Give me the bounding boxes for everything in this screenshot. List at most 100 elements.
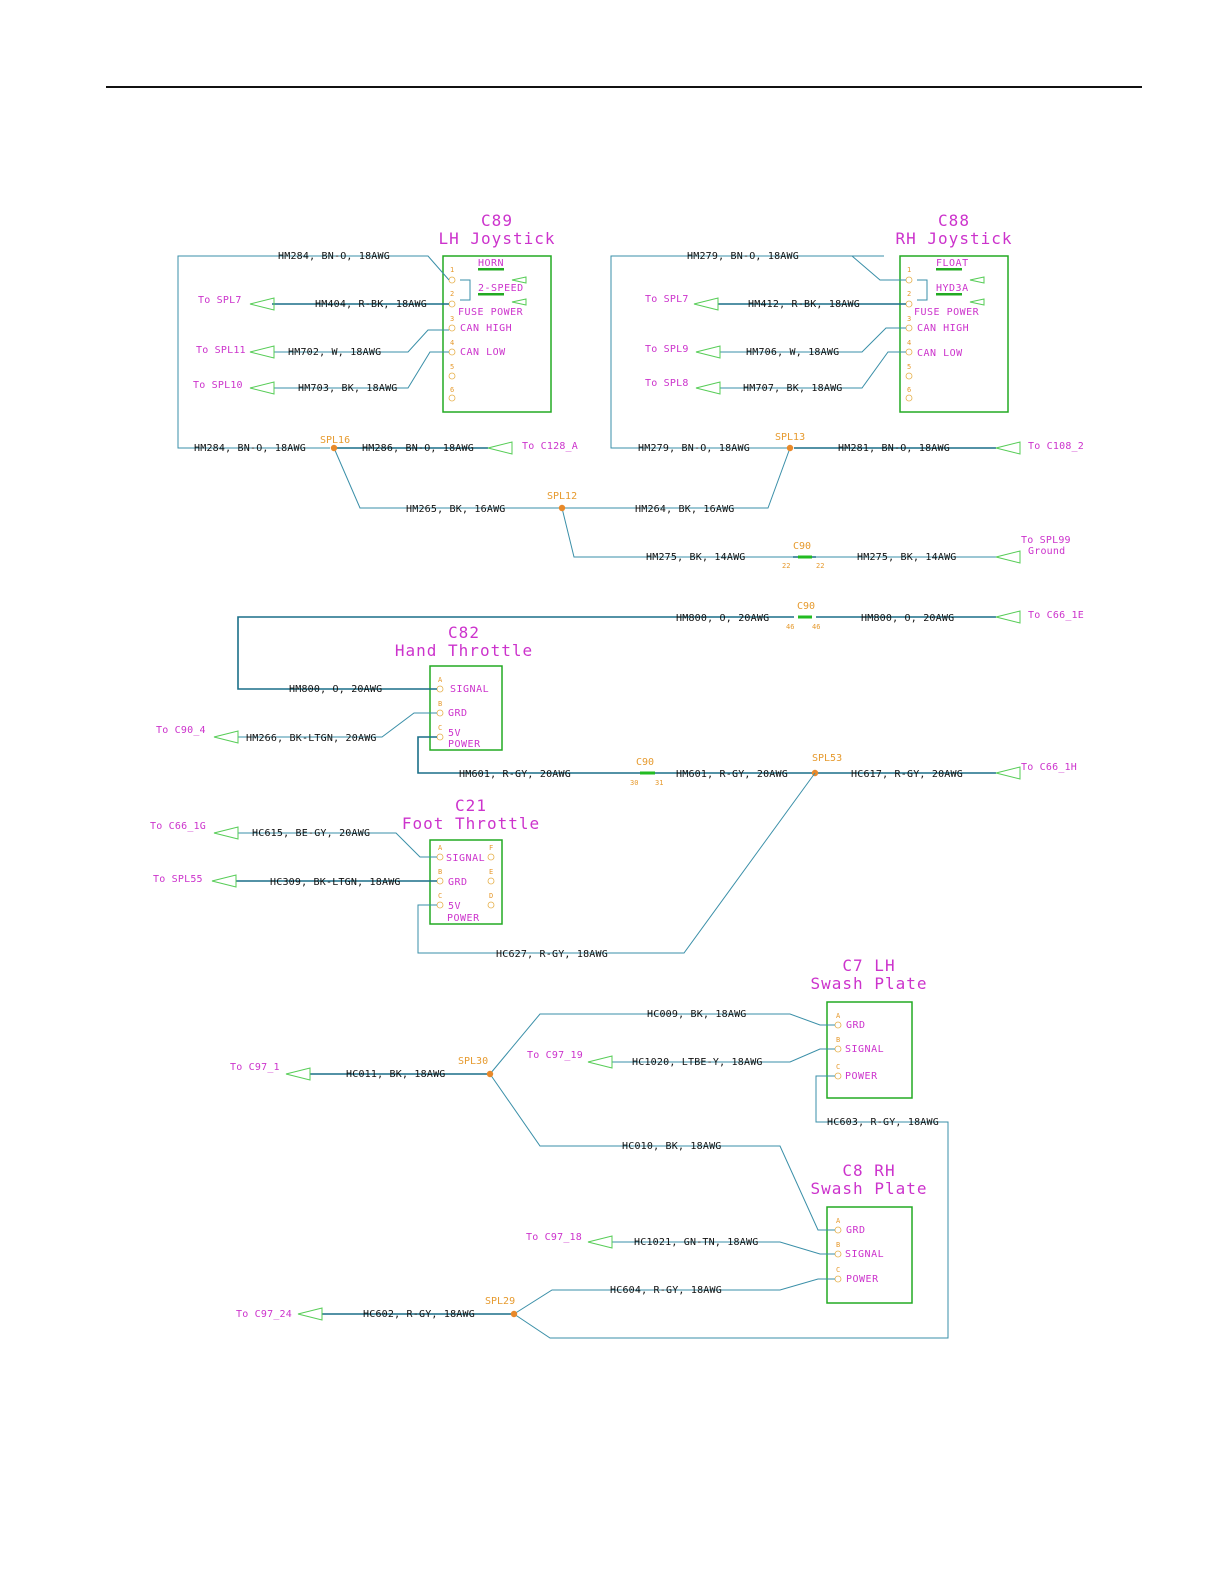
- pin-number: 46: [812, 623, 820, 631]
- splice-label: SPL29: [485, 1296, 515, 1307]
- pin-number: 4: [450, 339, 454, 347]
- pin-label-can-low: CAN LOW: [917, 348, 963, 359]
- connector-title: Foot Throttle: [402, 814, 540, 833]
- wire-label: HC603, R-GY, 18AWG: [827, 1117, 939, 1128]
- inline-connector-name: C90: [793, 541, 811, 552]
- wire-label: HM800, O, 20AWG: [289, 684, 382, 695]
- inline-connector-c90: C90 30 31: [630, 757, 663, 787]
- wire-label: HM265, BK, 16AWG: [406, 504, 506, 515]
- wire-label: HM601, R-GY, 20AWG: [459, 769, 571, 780]
- pin-number: 22: [782, 562, 790, 570]
- connector-box: [442, 255, 552, 413]
- destination-label: To C97_19: [527, 1050, 583, 1061]
- pin-number: 1: [450, 266, 454, 274]
- pin-number: E: [489, 868, 493, 876]
- pin-label-can-low: CAN LOW: [460, 347, 506, 358]
- connector-name: C88: [938, 211, 970, 230]
- pin-label-signal: SIGNAL: [446, 853, 485, 864]
- connector-box: [429, 665, 503, 751]
- wire-label: HC627, R-GY, 18AWG: [496, 949, 608, 960]
- pin-label-5v: 5V: [448, 728, 461, 739]
- pin-number: 4: [907, 339, 911, 347]
- pin-number: A: [438, 844, 443, 852]
- pin-label-can-high: CAN HIGH: [460, 323, 512, 334]
- pin-number: 5: [450, 363, 454, 371]
- connector-box: [429, 839, 503, 925]
- pin-label-2speed: 2-SPEED: [478, 283, 524, 294]
- pin-number: F: [489, 844, 493, 852]
- connector-box: [826, 1001, 913, 1099]
- c21-wiring: [236, 772, 816, 954]
- destination-label: To C97_1: [230, 1062, 280, 1073]
- destination-label: To SPL8: [645, 378, 689, 389]
- output-arrow-icon: [511, 276, 527, 306]
- pin-label-can-high: CAN HIGH: [917, 323, 969, 334]
- pin-number: C: [836, 1063, 840, 1071]
- pin-number: 5: [907, 363, 911, 371]
- destination-label: To SPL7: [198, 295, 242, 306]
- wire-label: HM601, R-GY, 20AWG: [676, 769, 788, 780]
- pin-label-fuse-power: FUSE POWER: [458, 307, 524, 318]
- arrow-icon: [285, 1055, 613, 1321]
- wire-label: HM707, BK, 18AWG: [743, 383, 843, 394]
- pin-number: D: [489, 892, 493, 900]
- pin-number: B: [438, 700, 442, 708]
- wire-label: HM286, BN-O, 18AWG: [362, 443, 474, 454]
- pin-number: B: [438, 868, 442, 876]
- pin-number: A: [836, 1217, 841, 1225]
- inline-connector-c90: C90 46 46: [786, 601, 820, 631]
- splice-dot-icon: [330, 444, 794, 512]
- pin-label-grd: GRD: [846, 1020, 866, 1031]
- pin-number: 6: [907, 386, 911, 394]
- splice-dot-icon: [486, 1070, 518, 1318]
- splice-label: SPL30: [458, 1056, 488, 1067]
- destination-label: To SPL7: [645, 294, 689, 305]
- wire-label: HM800, O, 20AWG: [861, 613, 954, 624]
- arrow-icon: [693, 297, 1021, 455]
- connector-title: Hand Throttle: [395, 641, 533, 660]
- destination-label: To SPL99: [1021, 535, 1071, 546]
- connector-title: Swash Plate: [811, 974, 928, 993]
- inline-connector-name: C90: [636, 757, 654, 768]
- connector-c89: C89 LH Joystick HORN 2-SPEED FUSE POWER …: [439, 211, 554, 413]
- wire-label: HM404, R-BK, 18AWG: [315, 299, 427, 310]
- pin-number: C: [836, 1266, 840, 1274]
- pin-label-power: POWER: [448, 739, 481, 750]
- pin-number: A: [438, 676, 443, 684]
- connector-name: C21: [455, 796, 487, 815]
- wire-label: HC615, BE-GY, 20AWG: [252, 828, 370, 839]
- destination-label: Ground: [1028, 546, 1065, 557]
- wire-label: HM702, W, 18AWG: [288, 347, 381, 358]
- destination-label: To SPL11: [196, 345, 246, 356]
- splice-label: SPL53: [812, 753, 842, 764]
- destination-label: To C90_4: [156, 725, 206, 736]
- wire-label: HM264, BK, 16AWG: [635, 504, 735, 515]
- connector-c88: C88 RH Joystick FLOAT HYD3A FUSE POWER C…: [896, 211, 1011, 413]
- connector-c8: C8 RH Swash Plate GRD SIGNAL POWER A B C: [811, 1161, 926, 1304]
- pin-label-signal: SIGNAL: [450, 684, 489, 695]
- destination-label: To C97_24: [236, 1309, 292, 1320]
- arrow-icon: [211, 826, 239, 888]
- splice-label: SPL12: [547, 491, 577, 502]
- wire-label: HC010, BK, 18AWG: [622, 1141, 722, 1152]
- pin-label-horn: HORN: [478, 258, 504, 269]
- c88-wiring: [610, 255, 996, 449]
- wire-label: HC1021, GN-TN, 18AWG: [634, 1237, 758, 1248]
- internal-jumper: [460, 279, 471, 301]
- wire-label: HM284, BN-O, 18AWG: [194, 443, 306, 454]
- inline-connector-name: C90: [797, 601, 815, 612]
- pin-number: 30: [630, 779, 638, 787]
- wire-label: HM281, BN-O, 18AWG: [838, 443, 950, 454]
- pin-label-grd: GRD: [846, 1225, 866, 1236]
- connector-c21: C21 Foot Throttle SIGNAL GRD 5V POWER A …: [402, 796, 540, 925]
- pin-number: 2: [907, 290, 911, 298]
- connector-box: [899, 255, 1009, 413]
- connector-name: C82: [448, 623, 480, 642]
- pin-label-power: POWER: [447, 913, 480, 924]
- wire-label: HM275, BK, 14AWG: [646, 552, 746, 563]
- wire-label: HM279, BN-O, 18AWG: [687, 251, 799, 262]
- pin-label-power: POWER: [846, 1274, 879, 1285]
- wire-label: HM800, O, 20AWG: [676, 613, 769, 624]
- pin-number: 46: [786, 623, 794, 631]
- wire-label: HM412, R-BK, 18AWG: [748, 299, 860, 310]
